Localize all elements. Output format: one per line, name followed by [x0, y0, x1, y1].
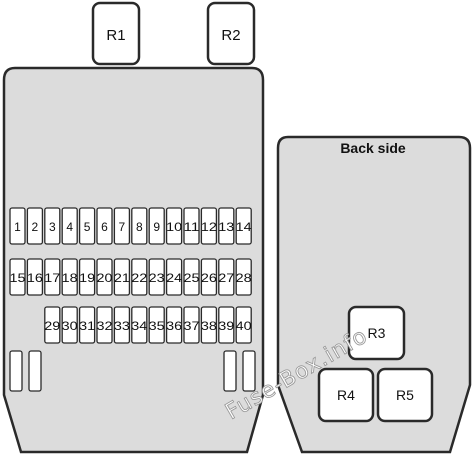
fuse-9: 9 — [148, 207, 165, 245]
fuse-33: 33 — [113, 306, 130, 344]
fuse-label: 12 — [201, 220, 217, 234]
fuse-37: 37 — [183, 306, 200, 344]
fuse-label: 23 — [149, 271, 165, 285]
fuse-label: 30 — [62, 319, 78, 333]
fuse-label: 4 — [66, 220, 73, 234]
fuse-31: 31 — [78, 306, 95, 344]
fuse-label: 19 — [79, 271, 95, 285]
fuse-label: 37 — [184, 319, 200, 333]
fuse-label: 18 — [62, 271, 78, 285]
fuse-2: 2 — [26, 207, 44, 245]
fuse-label: 15 — [10, 271, 26, 285]
fuse-30: 30 — [61, 306, 78, 344]
relay-r1-label: R1 — [106, 27, 125, 44]
fuse-10: 10 — [165, 207, 182, 245]
fuse-17: 17 — [44, 258, 61, 296]
fuse-label: 33 — [114, 319, 130, 333]
fuse-label: 1 — [14, 220, 21, 234]
connector-slots-left — [9, 350, 42, 392]
relay-r3: R3 — [347, 305, 406, 361]
fuse-16: 16 — [26, 258, 43, 296]
fuse-12: 12 — [200, 207, 217, 245]
fuse-label: 27 — [218, 271, 234, 285]
fuse-28: 28 — [235, 258, 252, 296]
fuse-34: 34 — [131, 306, 148, 344]
fuse-label: 26 — [201, 271, 217, 285]
fuse-1: 1 — [9, 207, 26, 245]
fuse-label: 38 — [201, 319, 217, 333]
fuse-label: 5 — [84, 220, 91, 234]
fuse-19: 19 — [78, 258, 95, 296]
fuse-7: 7 — [113, 207, 131, 245]
fuse-18: 18 — [61, 258, 78, 296]
fuse-39: 39 — [218, 306, 235, 344]
fuse-label: 20 — [97, 271, 113, 285]
fuse-20: 20 — [96, 258, 113, 296]
fuse-24: 24 — [165, 258, 182, 296]
fuse-label: 28 — [236, 271, 252, 285]
fuse-label: 25 — [184, 271, 200, 285]
fuse-32: 32 — [96, 306, 113, 344]
fuse-21: 21 — [113, 258, 130, 296]
fuse-22: 22 — [131, 258, 148, 296]
fuse-label: 13 — [218, 220, 234, 234]
fuse-14: 14 — [235, 207, 252, 245]
fuse-label: 9 — [153, 220, 160, 234]
fuse-label: 7 — [119, 220, 126, 234]
relay-r4-label: R4 — [337, 387, 355, 403]
fuse-29: 29 — [44, 306, 61, 344]
fuse-40: 40 — [235, 306, 252, 344]
fuse-label: 39 — [218, 319, 234, 333]
fuse-label: 29 — [44, 319, 60, 333]
fuse-8: 8 — [131, 207, 148, 245]
fuse-label: 34 — [131, 319, 147, 333]
fuse-label: 32 — [97, 319, 113, 333]
fuse-label: 6 — [101, 220, 108, 234]
connector-slots-right — [223, 350, 256, 392]
fuse-label: 2 — [32, 220, 39, 234]
fuse-6: 6 — [96, 207, 113, 245]
fuse-label: 31 — [79, 319, 95, 333]
fuse-35: 35 — [148, 306, 165, 344]
fuse-label: 10 — [166, 220, 182, 234]
fuse-27: 27 — [218, 258, 235, 296]
fuse-label: 22 — [131, 271, 147, 285]
fuse-label: 35 — [149, 319, 165, 333]
fuse-label: 14 — [236, 220, 252, 234]
fuse-25: 25 — [183, 258, 200, 296]
fuse-label: 24 — [166, 271, 182, 285]
fuse-36: 36 — [165, 306, 182, 344]
back-side-title: Back side — [340, 140, 406, 156]
relay-r4: R4 — [317, 367, 375, 423]
fuse-label: 8 — [136, 220, 143, 234]
fuse-38: 38 — [200, 306, 217, 344]
fuse-label: 16 — [27, 271, 43, 285]
fuse-4: 4 — [61, 207, 78, 245]
fuse-13: 13 — [218, 207, 235, 245]
fuse-label: 3 — [49, 220, 56, 234]
fuse-15: 15 — [9, 258, 26, 296]
fuse-label: 36 — [166, 319, 182, 333]
fuse-11: 11 — [183, 207, 200, 245]
fuse-label: 40 — [236, 319, 252, 333]
relay-r2: R2 — [206, 1, 256, 66]
relay-r1: R1 — [91, 1, 141, 66]
relay-r5: R5 — [376, 367, 434, 423]
fuse-5: 5 — [78, 207, 96, 245]
relay-r3-label: R3 — [368, 325, 386, 341]
fuse-label: 21 — [114, 271, 130, 285]
fuse-23: 23 — [148, 258, 165, 296]
relay-r2-label: R2 — [221, 27, 240, 44]
relay-r5-label: R5 — [396, 387, 414, 403]
fuse-label: 11 — [184, 220, 200, 234]
fuse-3: 3 — [44, 207, 61, 245]
fuse-label: 17 — [44, 271, 60, 285]
fuse-26: 26 — [200, 258, 217, 296]
